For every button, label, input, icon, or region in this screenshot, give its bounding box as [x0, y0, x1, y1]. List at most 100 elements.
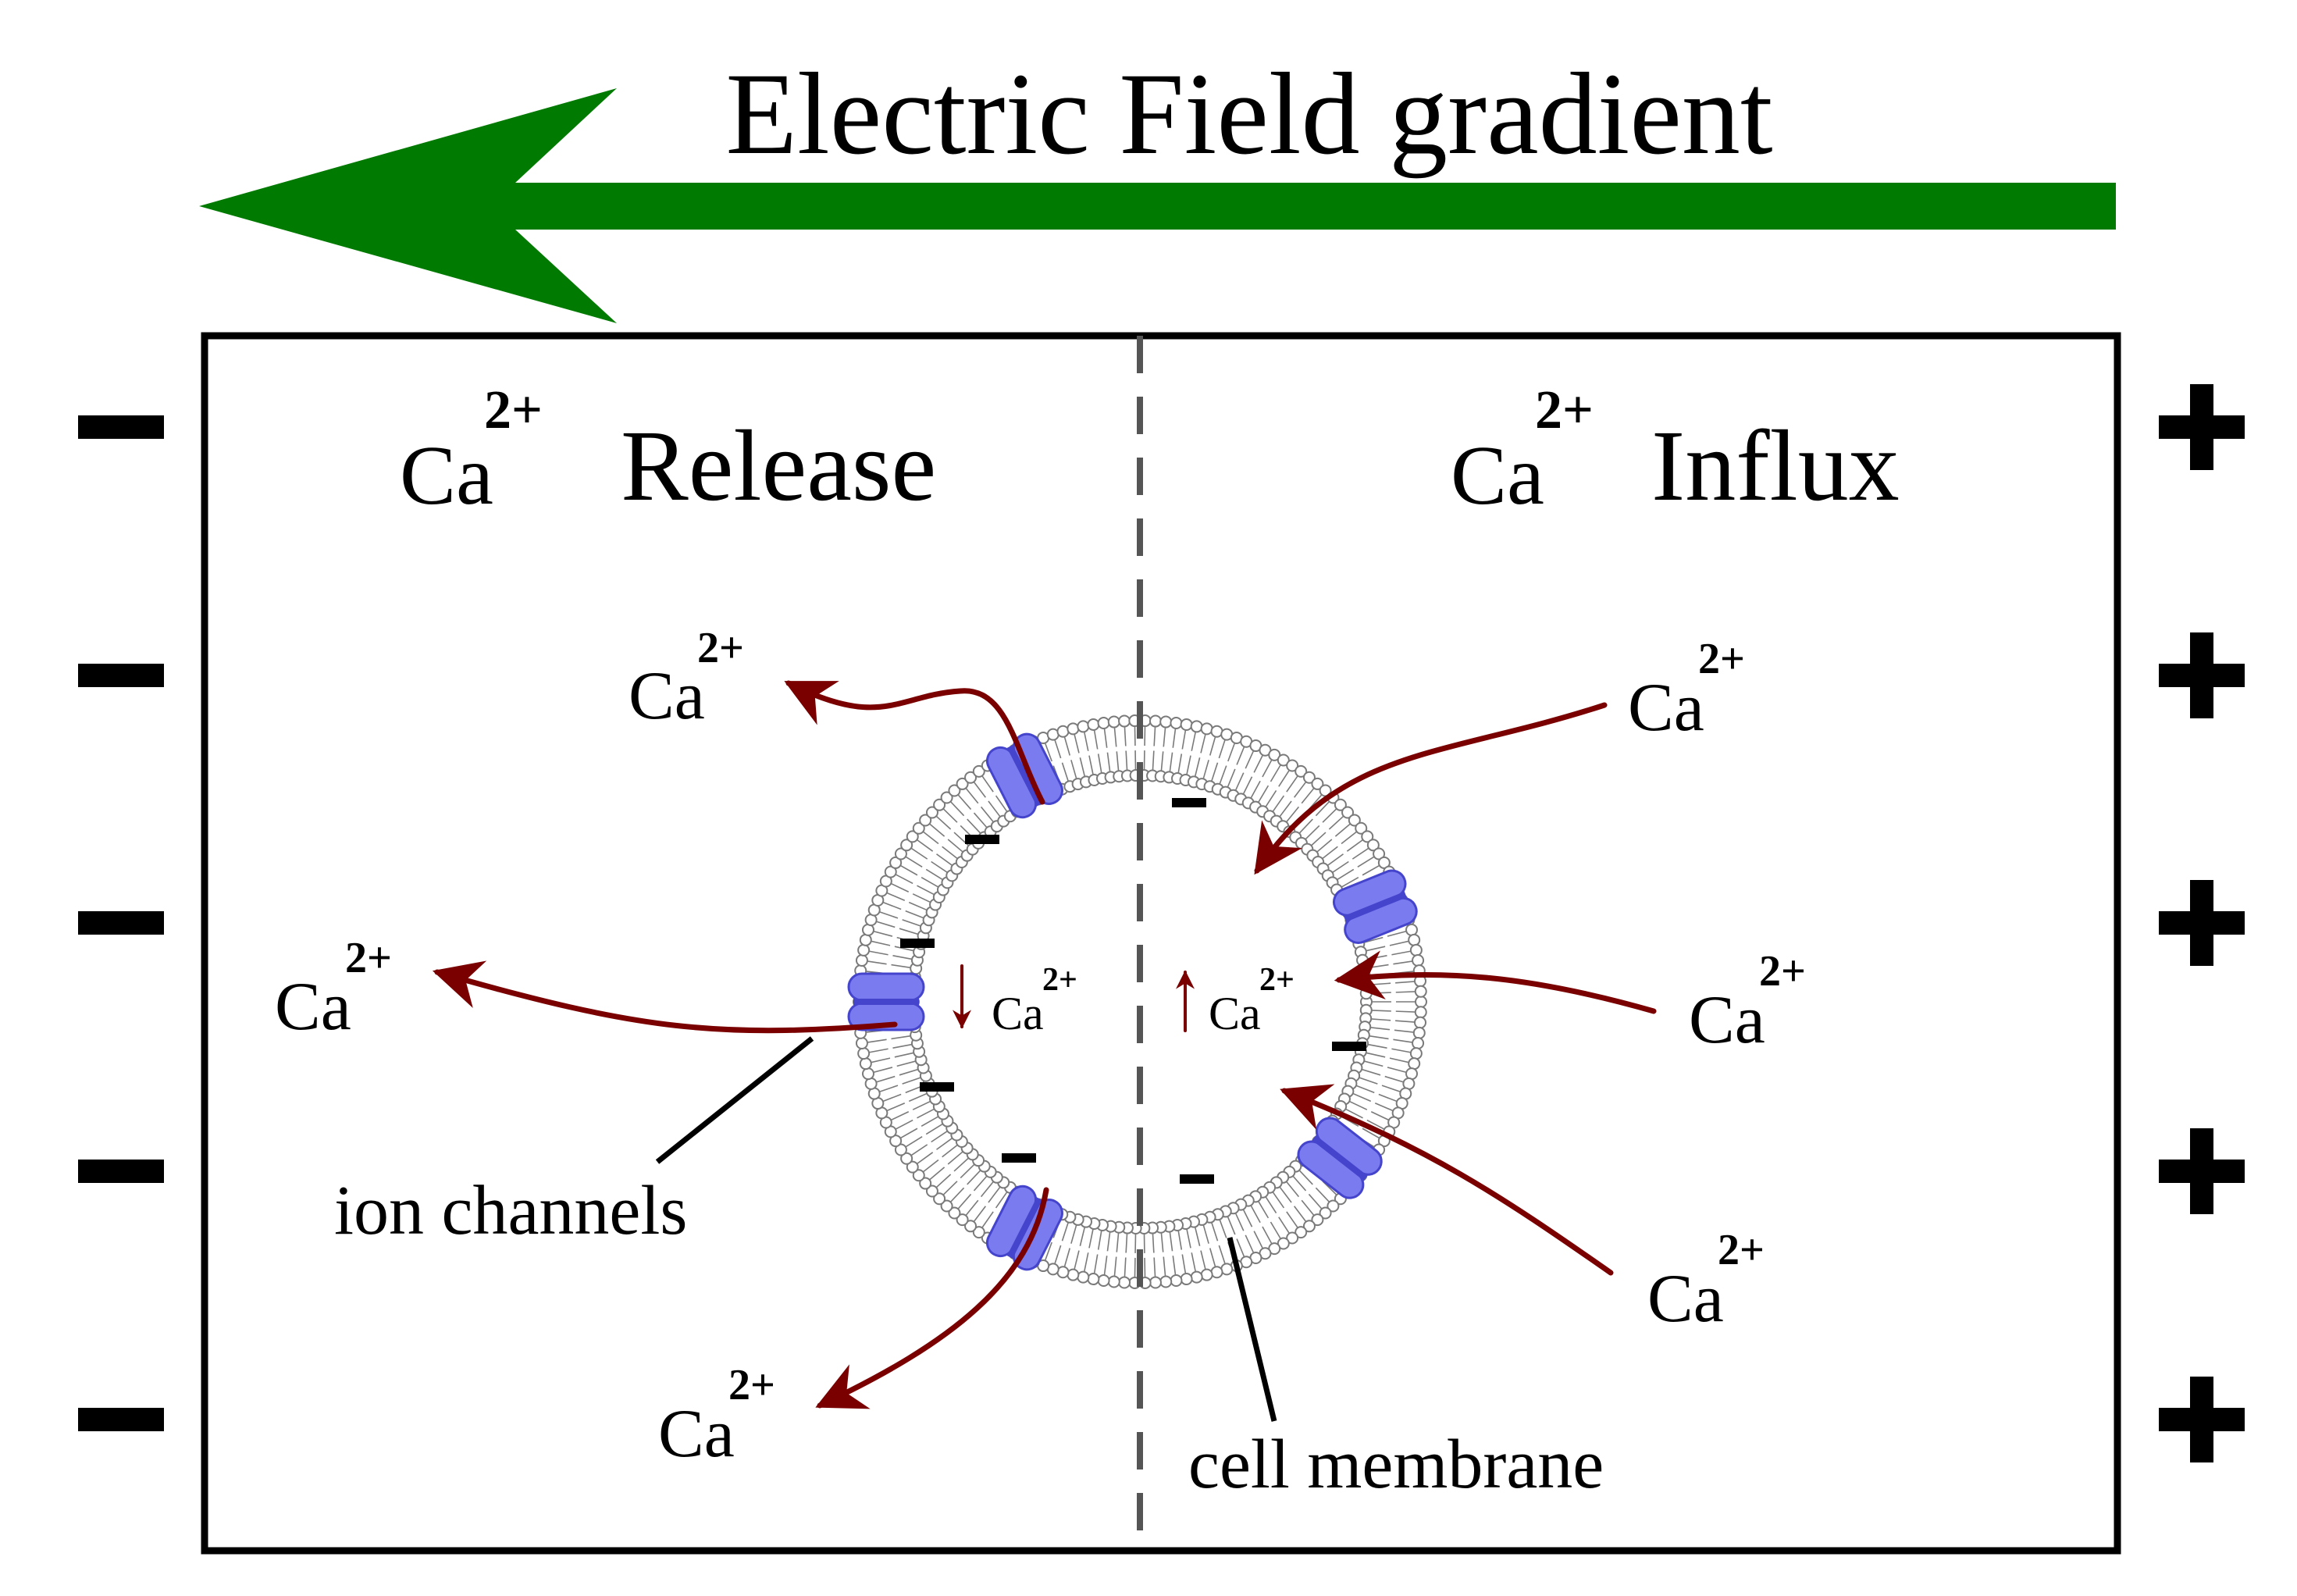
lipid-head: [1327, 1199, 1340, 1213]
lipid-head: [925, 1185, 938, 1198]
lipid-head: [1148, 714, 1162, 728]
lipid-head: [919, 1177, 932, 1190]
release-arrow-middle: [432, 960, 898, 1034]
lipid-head: [1277, 753, 1290, 767]
lipid-head: [964, 771, 978, 784]
lipid-head: [1361, 830, 1374, 843]
ion-channels-pointer: [655, 1036, 814, 1164]
lipid-head: [1159, 1275, 1173, 1288]
ion-channel-icon: [985, 732, 1063, 819]
lipid-head: [1077, 720, 1090, 733]
plus-icon: [2159, 632, 2245, 718]
minus-icon: [1332, 1042, 1366, 1051]
ion-label-text: Ca: [658, 1396, 735, 1472]
release-arrow-top: [784, 680, 1045, 805]
lipid-head: [912, 821, 925, 835]
ion-label-release-bottom: Ca 2+: [658, 1361, 775, 1472]
lipid-head: [1408, 933, 1421, 946]
lipid-head: [855, 1037, 868, 1050]
ion-channel-icon: [1297, 1117, 1383, 1199]
lipid-head: [906, 830, 919, 843]
lipid-head: [1190, 1270, 1203, 1284]
release-ion: Ca: [400, 429, 493, 522]
lipid-head: [925, 806, 938, 819]
lipid-head: [956, 1213, 969, 1227]
lipid-head: [1302, 1220, 1316, 1233]
ion-label-text: Ca: [275, 969, 351, 1045]
ion-label-text: Ca: [1689, 982, 1765, 1058]
lipid-head: [1415, 996, 1427, 1008]
ion-label-charge: 2+: [1698, 635, 1745, 683]
minus-icon: [965, 835, 999, 844]
lipid-head: [1107, 715, 1120, 729]
lipid-head: [1118, 714, 1131, 728]
lipid-head: [1118, 1276, 1131, 1289]
minus-icon: [78, 1160, 164, 1183]
lipid-head: [1268, 748, 1281, 761]
lipid-head: [1334, 798, 1347, 811]
lipid-head: [857, 1047, 871, 1060]
lipid-head: [894, 1143, 907, 1156]
lipid-head: [933, 798, 946, 811]
lipid-head: [855, 953, 868, 967]
lipid-head: [861, 1067, 874, 1081]
lipid-head: [972, 1226, 985, 1239]
internal-negative-charges: [900, 798, 1366, 1184]
ion-label-text: Ca: [992, 988, 1044, 1039]
lipid-head: [1295, 764, 1308, 778]
lipid-head: [900, 839, 913, 852]
field-arrow: [199, 88, 2116, 323]
ion-label-release-top: Ca 2+: [629, 624, 744, 734]
ion-label-release-middle: Ca 2+: [275, 934, 392, 1045]
lipid-head: [1180, 1273, 1193, 1286]
ion-label-charge: 2+: [1759, 947, 1806, 996]
field-arrow-shaft: [515, 183, 2116, 230]
minus-icon: [900, 939, 935, 948]
lipid-head: [1200, 722, 1213, 736]
ion-label-influx-bottom: Ca 2+: [1647, 1226, 1765, 1337]
ion-label-influx-middle: Ca 2+: [1689, 947, 1806, 1058]
lipid-head: [1366, 839, 1380, 852]
lipid-head: [919, 814, 932, 827]
lipid-head: [940, 1199, 953, 1213]
lipid-head: [956, 777, 969, 790]
lipid-head: [1107, 1275, 1120, 1288]
plus-icon: [2159, 1128, 2245, 1214]
ion-label-inner-right: Ca 2+: [1209, 962, 1295, 1039]
ion-label-charge: 2+: [1718, 1226, 1765, 1274]
lipid-head: [1348, 814, 1361, 827]
minus-icon: [1172, 798, 1206, 807]
negative-electrode-signs: [78, 415, 164, 1431]
lipid-head: [940, 791, 953, 804]
lipid-head: [1170, 717, 1183, 730]
lipid-head: [1319, 1206, 1332, 1220]
ion-channels-label: ion channels: [334, 1172, 687, 1249]
lipid-head: [912, 1169, 925, 1182]
field-title: Electric Field gradient: [725, 49, 1772, 179]
lipid-head: [906, 1160, 919, 1174]
lipid-head: [1414, 1006, 1427, 1019]
influx-label: Ca 2+ Influx: [1451, 380, 1900, 522]
lipid-head: [1097, 1274, 1110, 1287]
ion-label-charge: 2+: [345, 934, 392, 982]
lipid-head: [1148, 1276, 1162, 1289]
ion-label-charge: 2+: [728, 1361, 775, 1409]
ion-label-charge: 2+: [697, 624, 744, 672]
lipid-head: [933, 1192, 946, 1206]
lipid-head: [1295, 1226, 1308, 1239]
lipid-head: [1355, 821, 1368, 835]
ion-label-text: Ca: [1647, 1261, 1724, 1337]
release-charge: 2+: [484, 380, 543, 440]
ion-label-text: Ca: [1209, 988, 1261, 1039]
lipid-head: [1409, 943, 1423, 957]
lipid-head: [1170, 1274, 1183, 1287]
lipid-head: [894, 847, 907, 860]
cell-membrane-label: cell membrane: [1188, 1426, 1604, 1503]
minus-icon: [78, 1408, 164, 1431]
lipid-head: [1302, 771, 1316, 784]
ion-channel-icon: [847, 972, 925, 1031]
ion-channel-icon: [1332, 869, 1418, 944]
positive-electrode-signs: [2159, 384, 2245, 1462]
lipid-head: [1077, 1270, 1090, 1284]
